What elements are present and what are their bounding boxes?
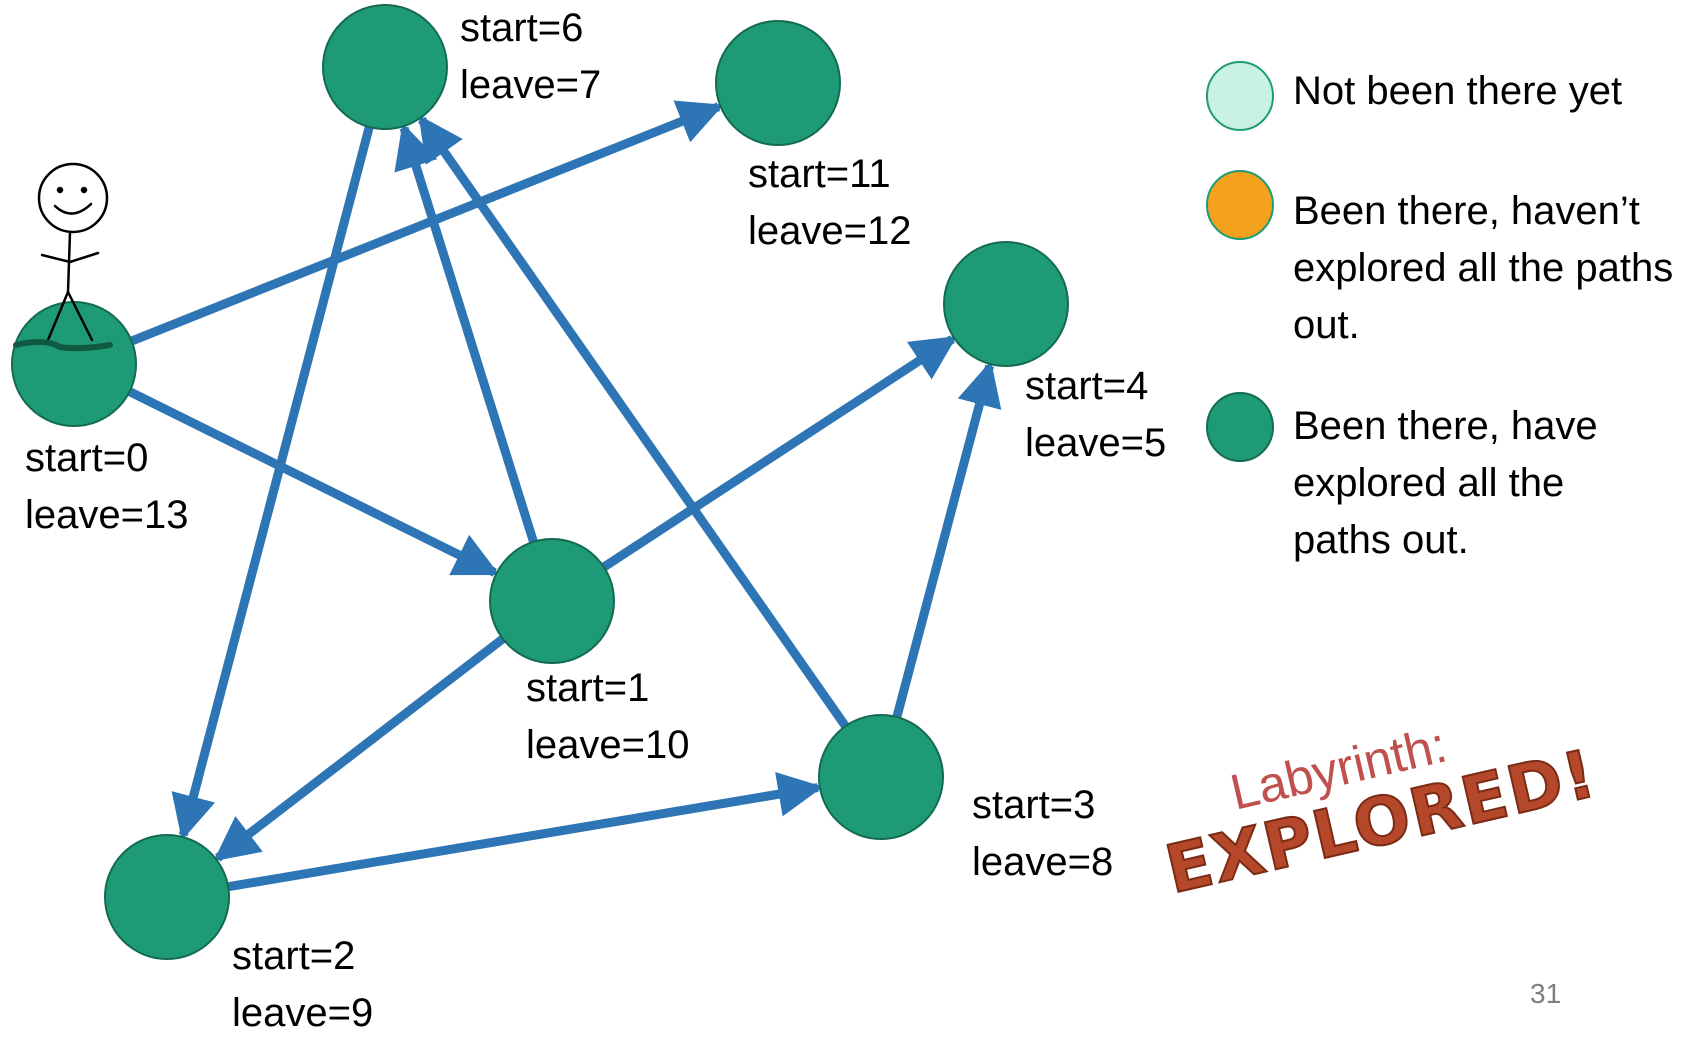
node-label-n1: start=1 leave=10 — [526, 660, 689, 774]
legend — [1206, 61, 1274, 462]
node-leave-label: leave=13 — [25, 493, 189, 537]
node-n4 — [943, 241, 1069, 367]
node-label-n6: start=6 leave=7 — [460, 0, 601, 114]
legend-done-text: Been there, have explored all the paths … — [1293, 404, 1598, 562]
legend-unvisited-text: Not been there yet — [1293, 69, 1623, 113]
node-leave-label: leave=5 — [1025, 421, 1167, 465]
node-n3 — [818, 714, 944, 840]
node-start-label: start=4 — [1025, 364, 1149, 408]
node-n1 — [489, 538, 615, 664]
edges-layer — [127, 100, 1002, 892]
node-start-label: start=6 — [460, 6, 584, 50]
legend-done-swatch — [1206, 392, 1274, 462]
node-leave-label: leave=10 — [526, 723, 690, 767]
node-label-n2: start=2 leave=9 — [232, 928, 373, 1042]
legend-in-progress-text: Been there, haven’t explored all the pat… — [1293, 189, 1674, 347]
node-n11 — [715, 20, 841, 146]
node-leave-label: leave=7 — [460, 63, 602, 107]
edge-n0-n1 — [127, 387, 500, 577]
edge-n6-n2 — [171, 125, 374, 841]
legend-unvisited-swatch — [1206, 61, 1274, 131]
node-leave-label: leave=12 — [748, 209, 912, 253]
node-start-label: start=1 — [526, 666, 650, 710]
edge-n3-n4 — [892, 360, 1002, 719]
node-leave-label: leave=8 — [972, 840, 1114, 884]
node-start-label: start=2 — [232, 934, 356, 978]
node-label-n0: start=0 leave=13 — [25, 430, 188, 544]
node-start-label: start=0 — [25, 436, 149, 480]
nodes-layer — [11, 4, 1069, 960]
edge-n1-n2 — [213, 635, 506, 862]
node-n2 — [104, 834, 230, 960]
page-number: 31 — [1530, 978, 1562, 1009]
edge-n2-n3 — [227, 771, 824, 892]
edge-n3-n6 — [417, 115, 850, 729]
node-label-n4: start=4 leave=5 — [1025, 358, 1166, 472]
node-leave-label: leave=9 — [232, 991, 374, 1035]
edge-n0-n11 — [129, 100, 724, 346]
node-start-label: start=3 — [972, 783, 1096, 827]
legend-in-progress-swatch — [1206, 170, 1274, 240]
node-start-label: start=11 — [748, 152, 891, 196]
node-n0 — [11, 301, 137, 427]
node-n6 — [322, 4, 448, 130]
edge-n1-n4 — [601, 335, 957, 571]
node-label-n11: start=11 leave=12 — [748, 146, 911, 260]
node-label-n3: start=3 leave=8 — [972, 777, 1113, 891]
edge-n1-n6 — [394, 122, 538, 544]
stick-figure-icon — [13, 162, 113, 352]
